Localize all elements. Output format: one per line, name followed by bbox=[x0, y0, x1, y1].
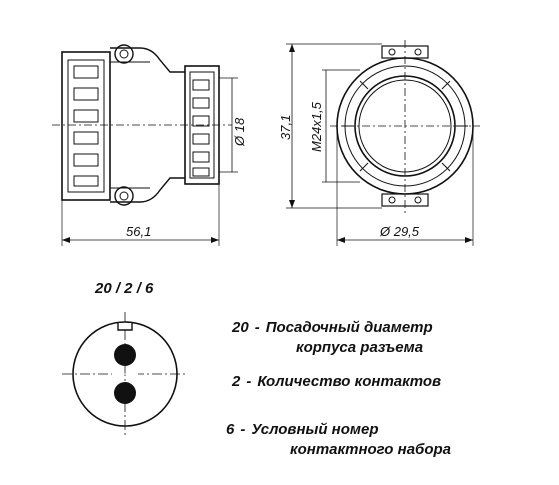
legend-item-2: 2-Количество контактов bbox=[232, 372, 441, 392]
designation-code: 20 / 2 / 6 bbox=[95, 280, 154, 297]
dim-length: 56,1 bbox=[126, 224, 151, 239]
dim-thread: M24x1,5 bbox=[309, 101, 324, 152]
dim-diameter-outer: Ø 29,5 bbox=[379, 224, 420, 239]
legend-separator: - bbox=[240, 421, 246, 438]
legend-number: 20 bbox=[232, 319, 249, 336]
legend-text: Условный номер bbox=[251, 421, 379, 438]
legend-item-1: 20-Посадочный диаметр корпуса разъема bbox=[232, 318, 433, 358]
contact-pin-2 bbox=[114, 382, 136, 404]
front-view bbox=[286, 40, 480, 246]
legend-text-cont: корпуса разъема bbox=[296, 339, 424, 356]
legend-text: Количество контактов bbox=[257, 373, 442, 390]
dim-diameter-small: Ø 18 bbox=[232, 117, 247, 147]
contact-pin-1 bbox=[114, 344, 136, 366]
legend-number: 6 bbox=[226, 421, 235, 438]
side-view bbox=[52, 44, 238, 246]
legend-text: Посадочный диаметр bbox=[265, 319, 433, 336]
legend-separator: - bbox=[254, 319, 260, 336]
legend-separator: - bbox=[246, 373, 252, 390]
legend-item-3: 6-Условный номер контактного набора bbox=[226, 420, 451, 460]
legend-text-cont: контактного набора bbox=[290, 441, 451, 458]
dim-height: 37,1 bbox=[278, 115, 293, 140]
contact-face bbox=[62, 312, 188, 436]
legend-number: 2 bbox=[232, 373, 241, 390]
